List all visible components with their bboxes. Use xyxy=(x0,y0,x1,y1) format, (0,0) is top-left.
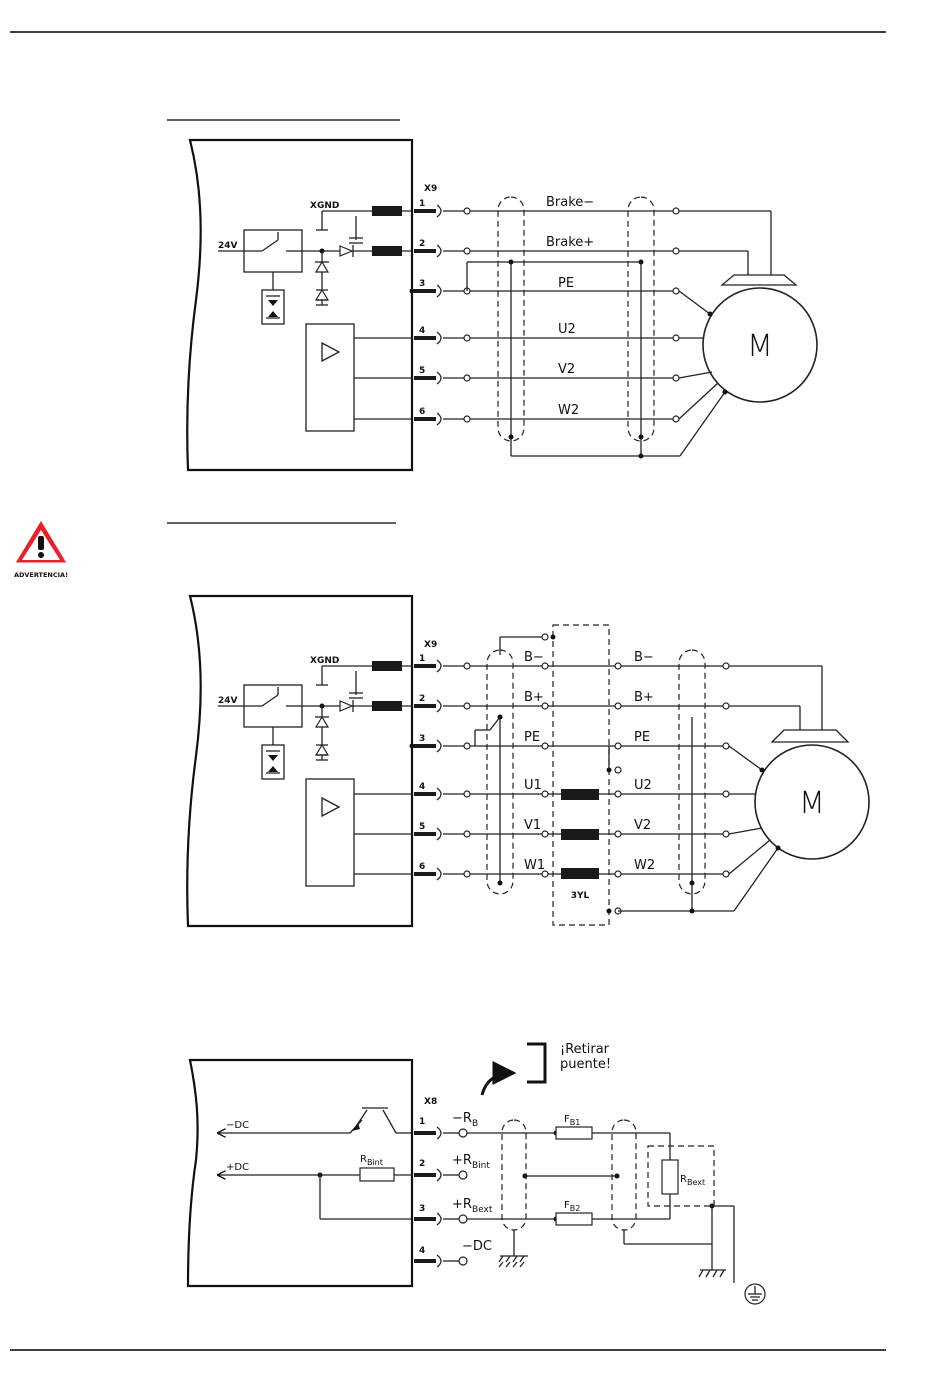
wire-label: W1 xyxy=(524,858,545,873)
pin-label: 4 xyxy=(419,782,425,792)
amplifier-1 xyxy=(306,289,415,432)
pin-label: 2 xyxy=(419,694,425,704)
rbext-label: RBext xyxy=(680,1174,705,1187)
connector-pins-1 xyxy=(414,205,441,425)
brake-resistor-wiring: FB1 FB2 RBext xyxy=(467,1114,714,1225)
cable-shields-3 xyxy=(499,1120,765,1304)
wire-label: Brake+ xyxy=(546,235,594,250)
diagram-2: X9 1 2 3 4 5 6 XGND xyxy=(187,596,869,926)
term-rbint-label: +RBint xyxy=(452,1153,490,1171)
wire-label: V2 xyxy=(634,818,651,833)
dc-bus-circuit: −DC +DC RBint xyxy=(218,1108,412,1219)
note-line-2: puente! xyxy=(560,1057,611,1072)
pin-label: 4 xyxy=(419,326,425,336)
wire-label: B− xyxy=(524,650,544,665)
pin-label: 5 xyxy=(419,822,425,832)
pin-label: 4 xyxy=(419,1246,425,1256)
xgnd-label: XGND xyxy=(310,656,339,666)
wire-label: U2 xyxy=(558,322,576,337)
xgnd-label: XGND xyxy=(310,201,339,211)
amplifier-2 xyxy=(306,744,415,887)
connector-x9-label-2: X9 xyxy=(424,640,437,650)
drive-outline-1 xyxy=(187,140,412,470)
motor-label: M xyxy=(747,329,773,364)
diagram-1: X9 1 2 3 4 5 6 XGND xyxy=(187,140,817,470)
term-rb-label: −RB xyxy=(452,1111,478,1129)
remove-bridge-note: ¡Retirar puente! xyxy=(482,1042,611,1095)
choke-box: 3YL xyxy=(500,625,621,925)
pin-label: 2 xyxy=(419,1159,425,1169)
wire-label: PE xyxy=(524,730,540,745)
brake-circuit-2: XGND 24V xyxy=(218,656,412,779)
wire-label: Brake− xyxy=(546,195,594,210)
fuse-fb1-label: FB1 xyxy=(564,1114,580,1127)
pin-label: 6 xyxy=(419,862,425,872)
rbint-internal-label: RBint xyxy=(360,1154,383,1167)
connector-pins-2 xyxy=(414,660,441,880)
brake-circuit-1: XGND 24V xyxy=(218,201,412,324)
wire-label: B+ xyxy=(634,690,654,705)
v24-label: 24V xyxy=(218,241,238,251)
term-rbext-label: +RBext xyxy=(452,1197,493,1215)
pin-label: 1 xyxy=(419,1117,425,1127)
cable-wires-1: Brake− Brake+ PE U2 V2 W2 xyxy=(443,195,679,422)
pin-label: 5 xyxy=(419,366,425,376)
pin-label: 6 xyxy=(419,407,425,417)
motor-label: M xyxy=(799,786,825,821)
wire-label: B− xyxy=(634,650,654,665)
diagram-3: X8 1 2 3 4 −DC +DC RBint xyxy=(188,1042,765,1304)
connector-x8-label: X8 xyxy=(424,1097,437,1107)
wire-label: W2 xyxy=(558,403,579,418)
choke-label: 3YL xyxy=(571,891,590,901)
pin-label: 3 xyxy=(419,734,425,744)
wire-label: V2 xyxy=(558,362,575,377)
neg-dc-label: −DC xyxy=(226,1120,249,1131)
wire-label: U1 xyxy=(524,778,542,793)
drive-outline-2 xyxy=(187,596,412,926)
wire-label: PE xyxy=(634,730,650,745)
v24-label: 24V xyxy=(218,696,238,706)
note-line-1: ¡Retirar xyxy=(560,1042,610,1057)
warning-label: ADVERTENCIA! xyxy=(14,571,68,579)
pin-label: 1 xyxy=(419,654,425,664)
wire-label: V1 xyxy=(524,818,541,833)
pos-dc-label: +DC xyxy=(226,1162,249,1173)
warning-icon xyxy=(15,520,67,563)
wire-label: B+ xyxy=(524,690,544,705)
connector-x9-label-1: X9 xyxy=(424,184,437,194)
pin-label: 3 xyxy=(419,279,425,289)
pin-label: 2 xyxy=(419,239,425,249)
term-dc-label: −DC xyxy=(462,1239,492,1254)
motor-2: M xyxy=(729,666,869,911)
cable-wires-2: B− B+ PE U1 V1 W1 B− B+ PE U2 V2 W2 xyxy=(443,650,729,877)
pin-label: 3 xyxy=(419,1204,425,1214)
wire-label: U2 xyxy=(634,778,652,793)
pin-label: 1 xyxy=(419,199,425,209)
wire-label: PE xyxy=(558,276,574,291)
fuse-fb2-label: FB2 xyxy=(564,1200,580,1213)
wire-label: W2 xyxy=(634,858,655,873)
